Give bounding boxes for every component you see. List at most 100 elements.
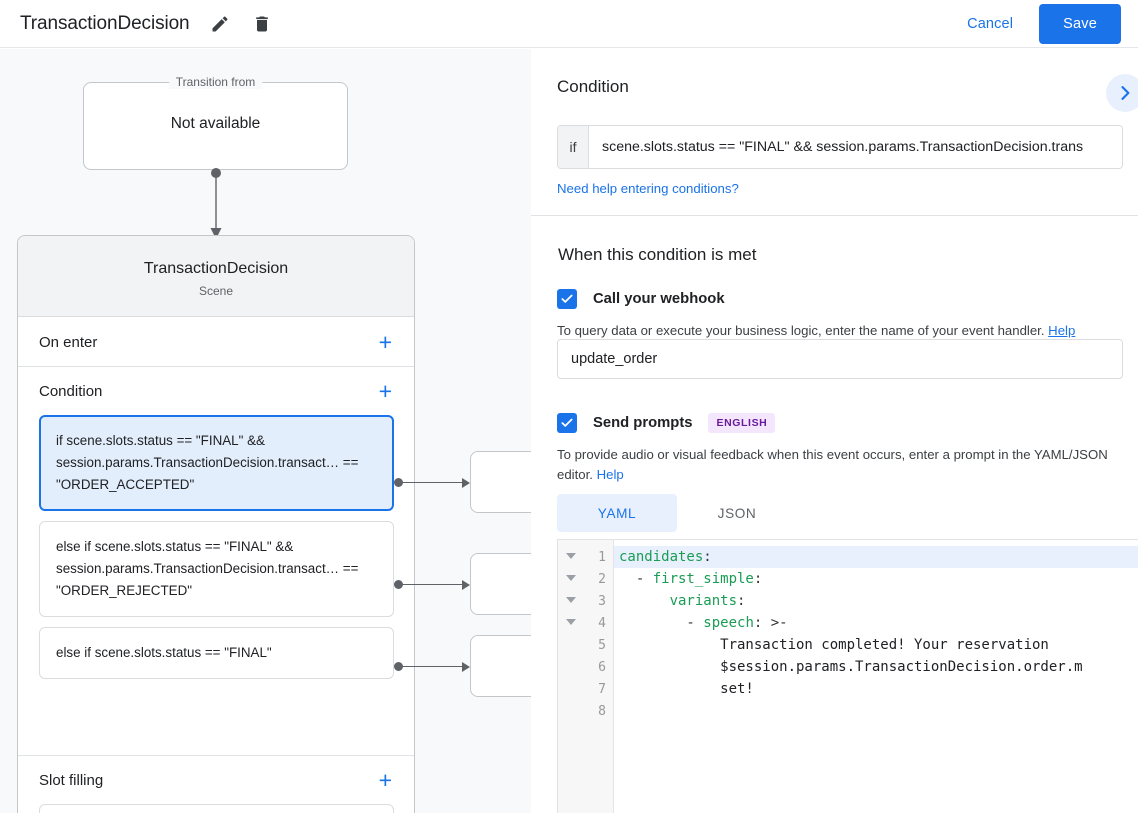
add-condition-button[interactable]: + (378, 377, 392, 404)
branch-arrowhead (462, 478, 470, 488)
code-token: - (619, 571, 653, 587)
top-app-bar: TransactionDecision Cancel Save (0, 0, 1138, 48)
branch-edge-line (398, 584, 466, 585)
code-line[interactable]: set! (614, 678, 1138, 700)
code-line[interactable] (614, 700, 1138, 722)
transition-from-card: Transition from Not available (83, 75, 348, 170)
add-on-enter-button[interactable]: + (378, 328, 392, 355)
condition-if-prefix: if (558, 126, 589, 168)
webhook-helper-prefix: To query data or execute your business l… (557, 323, 1049, 338)
gutter-line-number: 5 (598, 637, 606, 653)
prompts-helper-text: To provide audio or visual feedback when… (557, 445, 1117, 485)
tab-yaml[interactable]: YAML (557, 494, 677, 532)
code-token: speech (703, 615, 754, 631)
section-slot-filling: Slot filling + Slot validation (18, 756, 414, 813)
add-slot-filling-button[interactable]: + (378, 766, 392, 793)
chevron-right-icon[interactable] (1106, 74, 1138, 112)
divider (18, 755, 414, 756)
gutter-line-number: 8 (598, 703, 606, 719)
code-token: : (737, 593, 746, 609)
fold-arrow-icon[interactable] (566, 553, 576, 559)
transition-from-legend: Transition from (168, 75, 263, 89)
webhook-helper-text: To query data or execute your business l… (557, 321, 1123, 341)
gutter-line-number: 4 (558, 612, 613, 634)
slot-validation-item[interactable]: Slot validation (39, 804, 394, 813)
scene-flow-canvas[interactable]: Transition from Not available Transition… (0, 49, 531, 813)
condition-input[interactable] (589, 126, 1122, 168)
language-badge: ENGLISH (708, 413, 776, 433)
call-webhook-label: Call your webhook (593, 291, 725, 307)
gutter-line-number: 1 (558, 546, 613, 568)
code-token: set! (619, 681, 754, 697)
divider (18, 366, 414, 367)
code-token: $session.params.TransactionDecision.orde… (619, 659, 1083, 675)
prompts-helper-prefix: To provide audio or visual feedback when… (557, 447, 1108, 482)
scene-card-header: TransactionDecision Scene (18, 236, 414, 317)
condition-help-link[interactable]: Need help entering conditions? (557, 181, 739, 196)
send-prompts-label: Send prompts (593, 415, 693, 431)
tab-json[interactable]: JSON (717, 505, 757, 521)
condition-section-header: Condition if Need help entering conditio… (531, 49, 1138, 216)
gutter-line-number: 3 (558, 590, 613, 612)
page-title: TransactionDecision (20, 12, 190, 34)
section-title-condition: Condition (39, 382, 103, 400)
transition-from-value: Not available (170, 115, 261, 132)
call-webhook-row[interactable]: Call your webhook (557, 289, 725, 309)
call-webhook-checkbox[interactable] (557, 289, 577, 309)
code-line[interactable]: - speech: >- (614, 612, 1138, 634)
branch-arrowhead (462, 580, 470, 590)
transition-to-scene-card: Transition to TransactionDecision Scene … (17, 235, 415, 813)
when-condition-met-heading: When this condition is met (558, 245, 757, 264)
section-condition: Condition + if scene.slots.status == "FI… (18, 367, 414, 689)
condition-list-item[interactable]: else if scene.slots.status == "FINAL" &&… (39, 521, 394, 617)
cancel-button[interactable]: Cancel (955, 8, 1025, 40)
code-line[interactable]: variants: (614, 590, 1138, 612)
trash-icon[interactable] (250, 12, 274, 36)
branch-target-node[interactable] (470, 553, 531, 615)
gutter-line-number: 6 (598, 659, 606, 675)
code-token: : >- (753, 615, 788, 631)
scene-type: Scene (198, 284, 234, 298)
branch-target-node[interactable] (470, 635, 531, 697)
send-prompts-row[interactable]: Send prompts ENGLISH (557, 413, 776, 433)
condition-list-item[interactable]: if scene.slots.status == "FINAL" && sess… (39, 415, 394, 511)
code-line[interactable]: Transaction completed! Your reservation (614, 634, 1138, 656)
branch-edge-line (398, 666, 466, 667)
pencil-icon[interactable] (208, 12, 232, 36)
gutter-line-number: 2 (558, 568, 613, 590)
editor-code-area[interactable]: candidates: - first_simple: variants: - … (614, 540, 1138, 813)
code-token: variants (669, 593, 738, 609)
fold-arrow-icon[interactable] (566, 575, 576, 581)
code-token: Transaction completed! Your reservation (619, 637, 1049, 653)
code-line[interactable]: - first_simple: (614, 568, 1138, 590)
code-token (619, 593, 670, 609)
webhook-help-link[interactable]: Help (1048, 323, 1076, 338)
code-line[interactable]: $session.params.TransactionDecision.orde… (614, 656, 1138, 678)
branch-target-node[interactable] (470, 451, 531, 513)
branch-edge-line (398, 482, 466, 483)
code-token: : (753, 571, 763, 587)
condition-detail-panel: Condition if Need help entering conditio… (531, 49, 1138, 813)
condition-list-item[interactable]: else if scene.slots.status == "FINAL" (39, 627, 394, 679)
save-button[interactable]: Save (1039, 3, 1121, 44)
send-prompts-checkbox[interactable] (557, 413, 577, 433)
code-token: : (703, 549, 712, 565)
condition-heading: Condition (557, 77, 629, 96)
gutter-line-number: 7 (598, 681, 606, 697)
section-title-slot-filling: Slot filling (39, 771, 104, 789)
prompts-help-link[interactable]: Help (596, 467, 624, 482)
section-title-on-enter: On enter (39, 333, 98, 351)
fold-arrow-icon[interactable] (566, 619, 576, 625)
branch-arrowhead (462, 662, 470, 672)
flow-connector-arrow (210, 168, 222, 239)
fold-arrow-icon[interactable] (566, 597, 576, 603)
code-token: - (619, 615, 704, 631)
condition-input-row[interactable]: if (557, 125, 1123, 169)
code-token: first_simple (652, 571, 754, 587)
webhook-handler-input[interactable] (557, 339, 1123, 379)
code-line[interactable]: candidates: (614, 546, 1138, 568)
scene-name: TransactionDecision (143, 260, 289, 277)
code-token: candidates (619, 549, 704, 565)
section-on-enter: On enter + (18, 318, 414, 366)
